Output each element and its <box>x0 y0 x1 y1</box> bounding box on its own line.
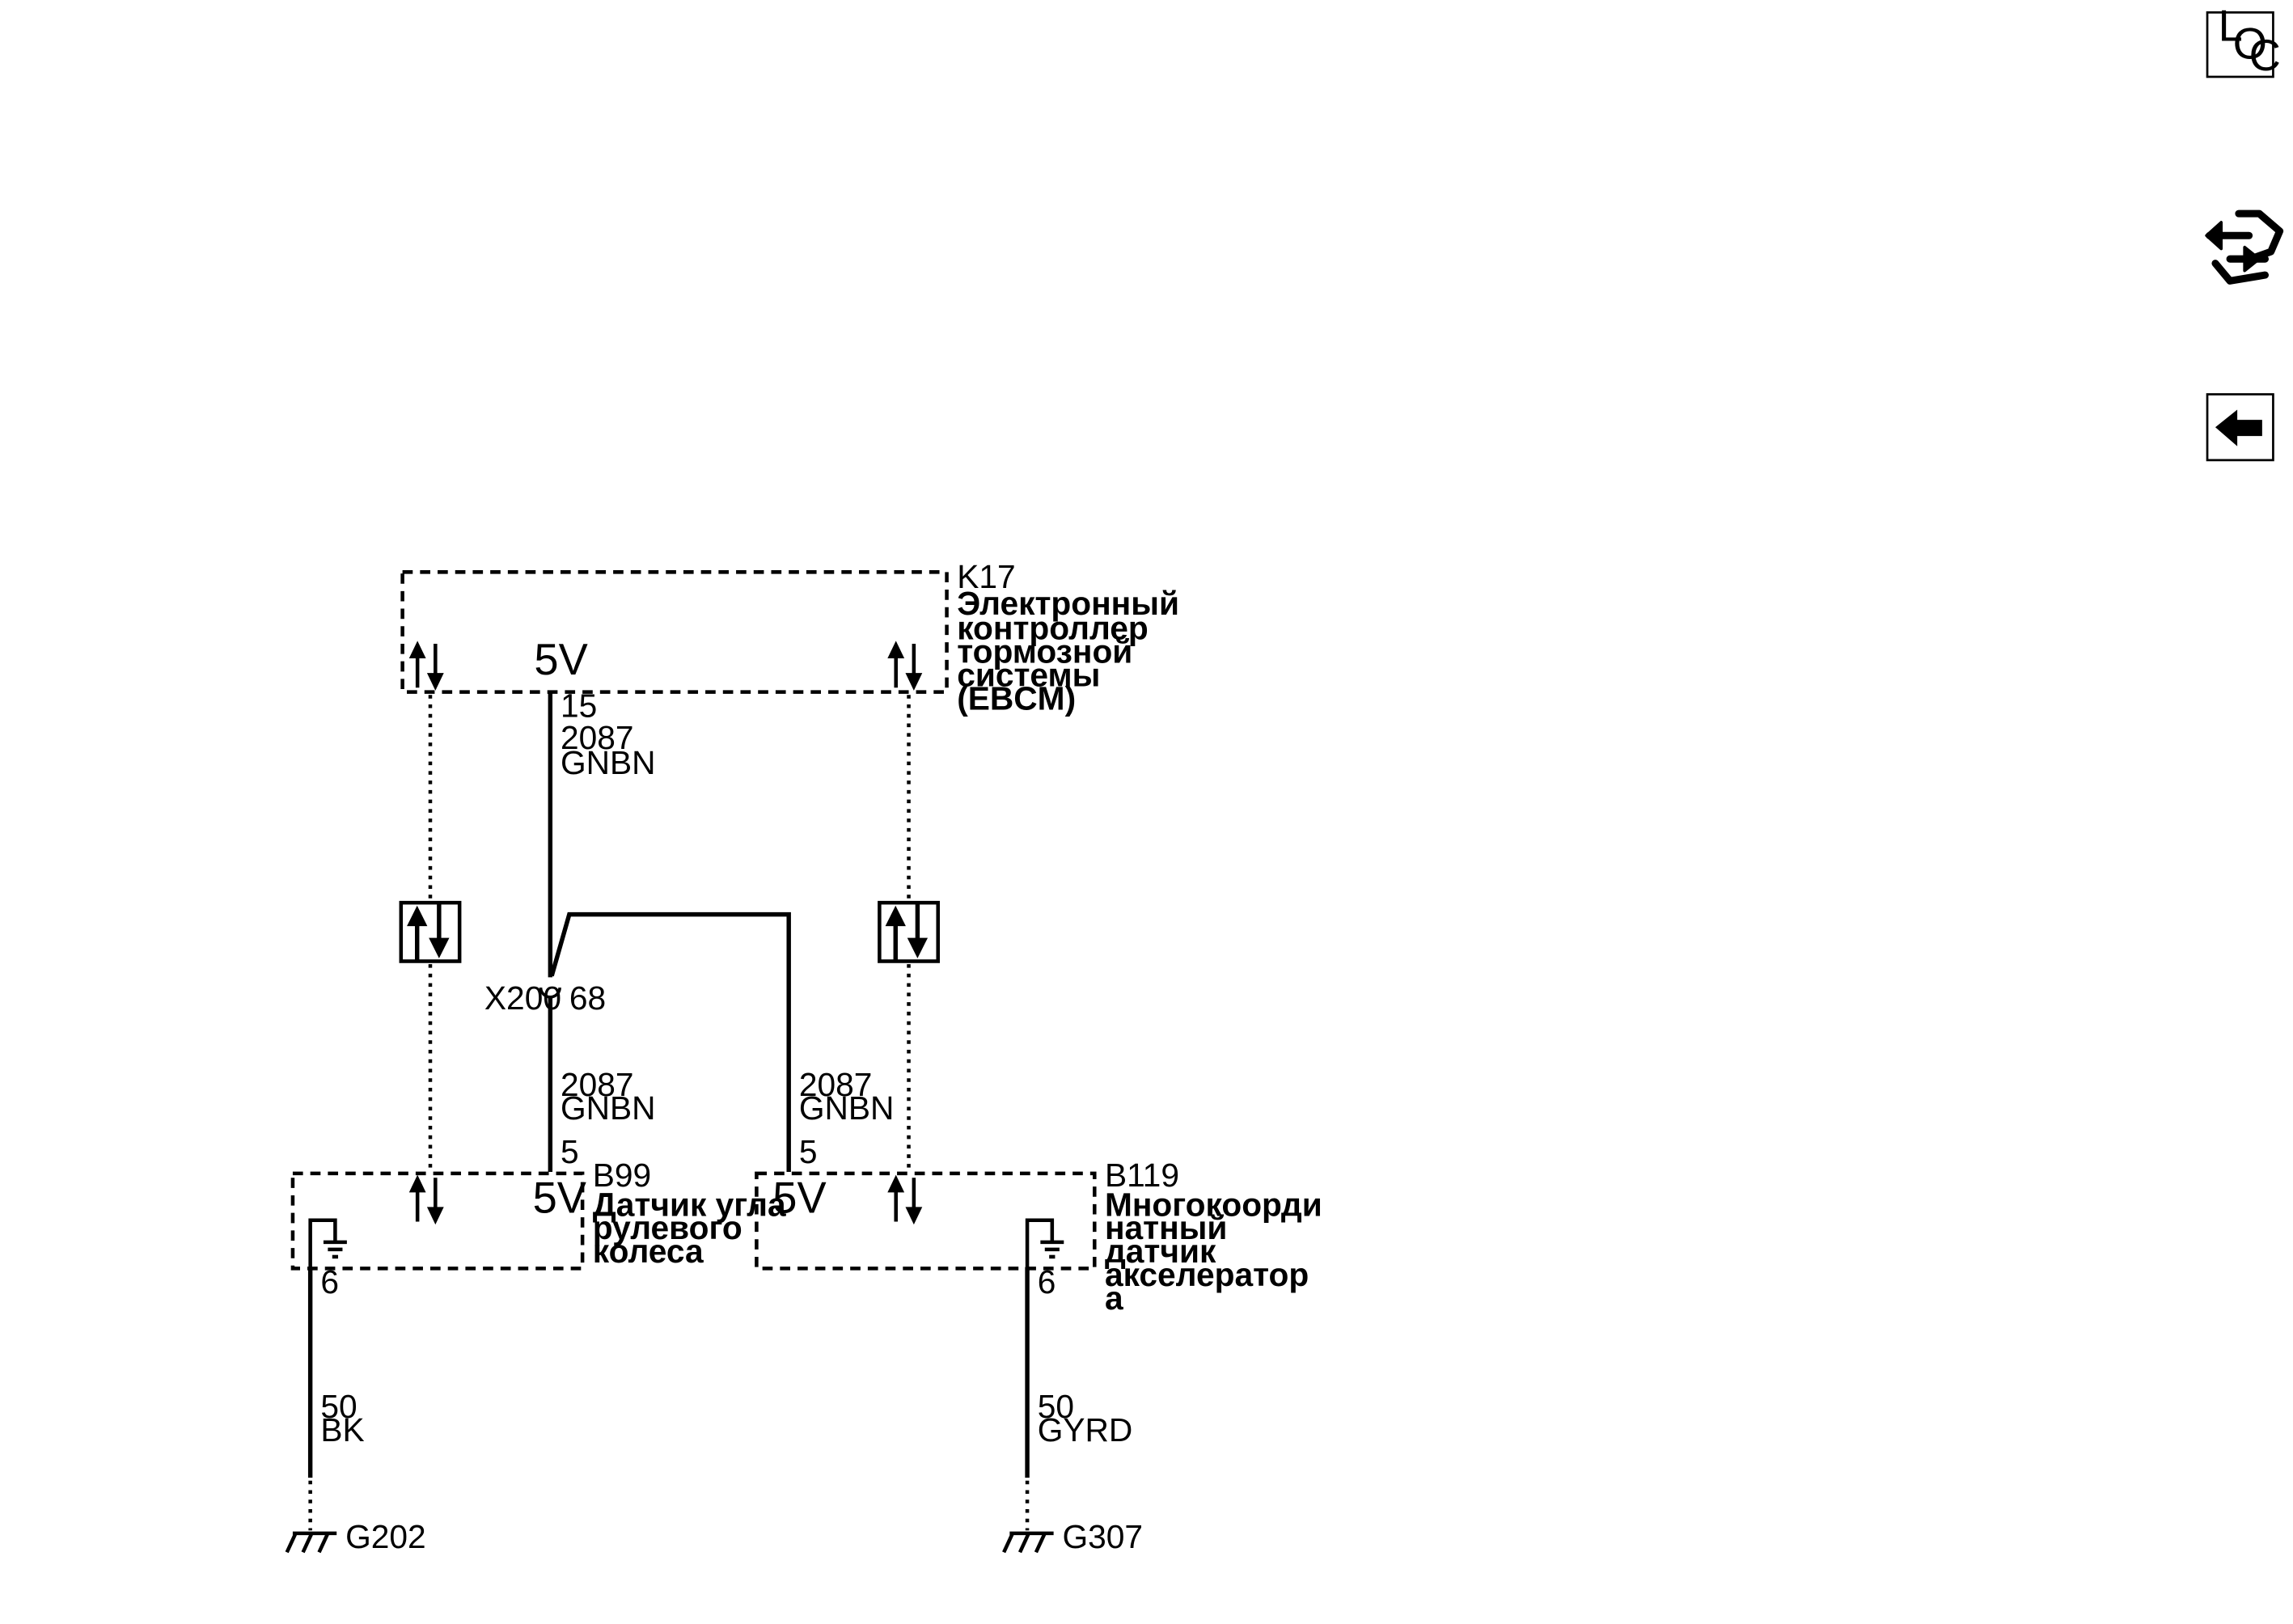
internal-ground-icon <box>308 1218 347 1267</box>
ebcm-module: 5V K17 Электронный контроллер тормозной … <box>400 558 1179 717</box>
steering-sensor-pin-gnd: 6 <box>320 1263 339 1300</box>
accel-sensor-name-line: акселератор <box>1105 1256 1309 1293</box>
steering-sensor-name-line: Датчик угла <box>593 1186 786 1223</box>
connector-ref: X200 <box>484 979 561 1017</box>
steering-sensor-ref: B99 <box>593 1157 651 1194</box>
ebcm-voltage: 5V <box>534 635 587 684</box>
steering-sensor-name-line: рулевого <box>593 1209 742 1246</box>
ebcm-name-line: (EBCM) <box>957 679 1076 717</box>
back-button[interactable] <box>2206 393 2274 462</box>
data-arrows-icon <box>408 1174 444 1225</box>
wire-color: GNBN <box>799 1089 895 1127</box>
accel-sensor-pin-gnd: 6 <box>1038 1263 1056 1300</box>
accel-sensor-name-line: натный <box>1105 1209 1227 1246</box>
loc-letter-l: L <box>2219 2 2243 51</box>
serial-data-symbol-left <box>399 900 462 963</box>
ebcm-pin: 15 <box>561 687 597 724</box>
wire-color: GNBN <box>561 744 656 781</box>
accel-sensor-module: 5V B119 Многокоорди натный датчик акселе… <box>755 1157 1322 1317</box>
steering-sensor-module: 5V B99 Датчик угла рулевого колеса <box>290 1157 786 1271</box>
steering-sensor-name-line: колеса <box>593 1233 704 1270</box>
wire-color: GNBN <box>561 1089 656 1127</box>
wire-number: 2087 <box>561 1066 634 1103</box>
chassis-ground-icon <box>285 1531 337 1554</box>
ground-ref: G307 <box>1062 1518 1143 1555</box>
chassis-ground-icon <box>1002 1531 1054 1554</box>
accel-sensor-voltage: 5V <box>772 1174 826 1223</box>
steering-sensor-voltage: 5V <box>533 1174 586 1223</box>
connector-view-button[interactable] <box>2205 209 2284 285</box>
steering-sensor-pin-in: 5 <box>561 1133 579 1170</box>
accel-sensor-name-line: Многокоорди <box>1105 1186 1322 1223</box>
loc-letter-o: O <box>2233 19 2267 68</box>
serial-data-lines <box>428 695 911 1171</box>
wire-number: 50 <box>320 1388 357 1425</box>
data-arrows-icon <box>887 641 923 691</box>
loc-letter-c: C <box>2249 31 2281 80</box>
data-arrows-icon <box>408 641 444 691</box>
ebcm-name-line: Электронный <box>957 585 1179 622</box>
wire-number: 2087 <box>561 719 634 756</box>
wire-color: BK <box>320 1411 364 1448</box>
connector-pin: 68 <box>569 979 606 1017</box>
accel-sensor-pin-in: 5 <box>799 1133 818 1170</box>
internal-ground-icon <box>1025 1218 1064 1267</box>
hand-connector-icon <box>2205 209 2284 285</box>
serial-data-symbol-right <box>878 900 940 963</box>
ebcm-name-line: системы <box>957 656 1100 693</box>
wire-number: 50 <box>1038 1388 1074 1425</box>
wire-color: GYRD <box>1038 1411 1133 1448</box>
data-arrows-icon <box>887 1174 923 1225</box>
ebcm-name-line: контроллер <box>957 610 1149 647</box>
accel-sensor-ref: B119 <box>1105 1157 1179 1194</box>
back-arrow-icon <box>2215 409 2262 446</box>
wire-number: 2087 <box>799 1066 873 1103</box>
ebcm-ref: K17 <box>957 558 1015 595</box>
ground-ref: G202 <box>345 1518 426 1555</box>
accel-sensor-name-line: датчик <box>1105 1233 1216 1270</box>
reference-wire <box>539 691 791 1173</box>
loc-button[interactable]: L O C <box>2206 2 2281 80</box>
ebcm-name-line: тормозной <box>957 632 1132 670</box>
ground-wires <box>307 1267 1030 1531</box>
accel-sensor-name-line: а <box>1105 1279 1123 1317</box>
